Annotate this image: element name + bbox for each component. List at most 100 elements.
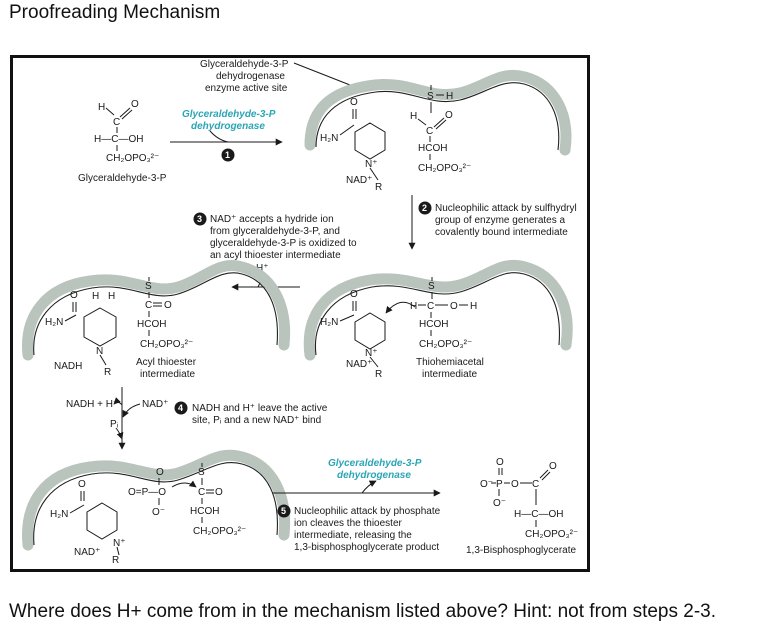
diagram-frame: [10, 55, 590, 572]
chem-label: O=P—O: [128, 487, 166, 498]
chem-label: H: [410, 301, 417, 312]
chem-label: O: [445, 110, 453, 121]
step5-line1: Nucleophilic attack by phosphate: [294, 506, 441, 517]
chem-label: C: [198, 487, 205, 498]
chem-label: 5: [281, 506, 286, 516]
nadh-ring: O H₂N H H N R NADH: [45, 290, 117, 378]
step4-line2: site, Pᵢ and a new NAD⁺ bind: [192, 415, 321, 426]
chem-label: O: [511, 479, 519, 490]
step1-number: 1: [225, 150, 230, 160]
step2-line1: Nucleophilic attack by sulfhydryl: [435, 203, 577, 214]
enzyme-pocket-4: [22, 449, 291, 551]
chem-label: R: [375, 369, 382, 380]
chem-label: O⁻: [493, 498, 506, 509]
nad-label-2: NAD⁺: [346, 359, 372, 370]
step4-line1: NADH and H⁺ leave the active: [192, 403, 328, 414]
thiohemiacetal-structure: S H C O H HCOH CH₂OPO₃²⁻ Thiohemiacetal …: [410, 277, 484, 380]
chem-label: R: [375, 182, 382, 193]
thiohemiacetal-label-1: Thiohemiacetal: [416, 357, 484, 368]
chem-label: O: [78, 479, 86, 490]
chem-c: C: [113, 117, 120, 128]
chem-h: H: [98, 102, 105, 113]
step3-badge: [193, 212, 207, 226]
chem-label: O: [156, 467, 164, 478]
step2-line2: group of enzyme generates a: [435, 215, 566, 226]
chem-label: O: [70, 290, 78, 301]
chem-label: O: [350, 289, 358, 300]
chem-label: R: [104, 367, 111, 378]
heading: Proofreading Mechanism: [9, 2, 221, 23]
g3p-label: Glyceraldehyde-3-P: [78, 173, 167, 184]
chem-label: S: [198, 467, 205, 478]
step5-badge: [277, 504, 291, 518]
nad-ring-3: O H₂N N⁺ R NAD⁺: [50, 479, 126, 566]
chem-label: O: [164, 300, 172, 311]
chem-label: 3: [197, 214, 202, 224]
g3p-molecule: H C O H—C—OH CH₂OPO₃²⁻ Glyceraldehyde-3-…: [78, 99, 167, 184]
step5-line2: ion cleaves the thioester: [294, 518, 403, 529]
bpg-label: 1,3-Bisphosphoglycerate: [466, 545, 577, 556]
step3-line4: an acyl thioester intermediate: [210, 250, 341, 261]
chem-label: O: [350, 97, 358, 108]
enzyme-name-step5-line1: Glyceraldehyde-3-P: [328, 458, 422, 469]
step1-curve: [209, 130, 229, 143]
phosphate-thioester-structure: O O=P—O O⁻ S C O HCOH CH₂OPO₃²⁻: [128, 463, 246, 537]
chem-label: O: [549, 461, 557, 472]
step4-badge: [174, 401, 188, 415]
acyl-thioester-label-2: intermediate: [140, 369, 195, 380]
chem-label: C: [145, 300, 152, 311]
nadh-label: NADH: [54, 361, 82, 372]
enzyme-pocket-3: [22, 260, 291, 361]
acyl-thioester-label-1: Acyl thioester: [136, 357, 197, 368]
step3-line1: NAD⁺ accepts a hydride ion: [210, 214, 334, 225]
chem-label: O: [215, 487, 223, 498]
thiohemiacetal-label-2: intermediate: [422, 369, 477, 380]
enzyme-name-line1: Glyceraldehyde-3-P: [182, 109, 276, 120]
chem-label: R: [112, 555, 119, 566]
nad-ring-2: O H₂N N⁺ R NAD⁺: [320, 289, 386, 380]
chem-label: S: [428, 281, 435, 292]
nad-label-3: NAD⁺: [74, 547, 100, 558]
chem-label: CH₂OPO₃²⁻: [419, 339, 472, 350]
active-site-label-2: dehydrogenase: [216, 71, 285, 82]
chem-label: H: [410, 111, 417, 122]
chem-label: P: [496, 479, 503, 490]
chem-label: S: [145, 281, 152, 292]
chem-ch2opo3: CH₂OPO₃²⁻: [106, 153, 159, 164]
chem-label: H—C—OH: [514, 509, 563, 520]
acyl-thioester-structure: S C O HCOH CH₂OPO₃²⁻ Acyl thioester inte…: [136, 277, 197, 380]
chem-label: C: [532, 479, 539, 490]
chem-label: N⁺: [365, 159, 378, 170]
chem-label: CH₂OPO₃²⁻: [193, 526, 246, 537]
enzyme-name-line2: dehydrogenase: [191, 121, 265, 132]
chem-label: N⁺: [365, 348, 378, 359]
chem-label: H₂N: [320, 133, 338, 144]
nad-label-1: NAD⁺: [346, 175, 372, 186]
chem-label: H: [446, 91, 453, 102]
enzyme-pocket-1: [304, 70, 572, 156]
enzyme-name-step5-line2: dehydrogenase: [337, 470, 411, 481]
pi-in-label: Pᵢ: [110, 419, 119, 430]
nad-in-label: NAD⁺: [142, 399, 168, 410]
enzyme-pocket-2: [303, 260, 573, 361]
chem-label: HCOH: [418, 143, 447, 154]
nadh-h-out-label: NADH + H⁺: [66, 399, 118, 410]
step3-line2: from glyceraldehyde-3-P, and: [210, 226, 340, 237]
chem-label: H₂N: [320, 317, 338, 328]
chem-label: CH₂OPO₃²⁻: [525, 529, 578, 540]
chem-label: H: [108, 291, 115, 302]
chem-label: CH₂OPO₃²⁻: [418, 163, 471, 174]
chem-label: O⁻: [152, 507, 165, 518]
chem-label: HCOH: [137, 319, 166, 330]
bound-g3p-1: S H H C O HCOH CH₂OPO₃²⁻: [410, 85, 471, 174]
h-out-label: H⁺: [256, 263, 269, 274]
hydride-transfer-arrow: [385, 301, 416, 314]
chem-label: HCOH: [419, 319, 448, 330]
active-site-label-3: enzyme active site: [205, 83, 288, 94]
step5-line4: 1,3-bisphosphoglycerate product: [294, 542, 439, 553]
chem-o: O: [131, 99, 139, 110]
chem-label: H: [92, 291, 99, 302]
active-site-pointer: [293, 62, 351, 86]
question-text: Where does H+ come from in the mechanism…: [9, 601, 717, 622]
step2-badge: [418, 201, 432, 215]
